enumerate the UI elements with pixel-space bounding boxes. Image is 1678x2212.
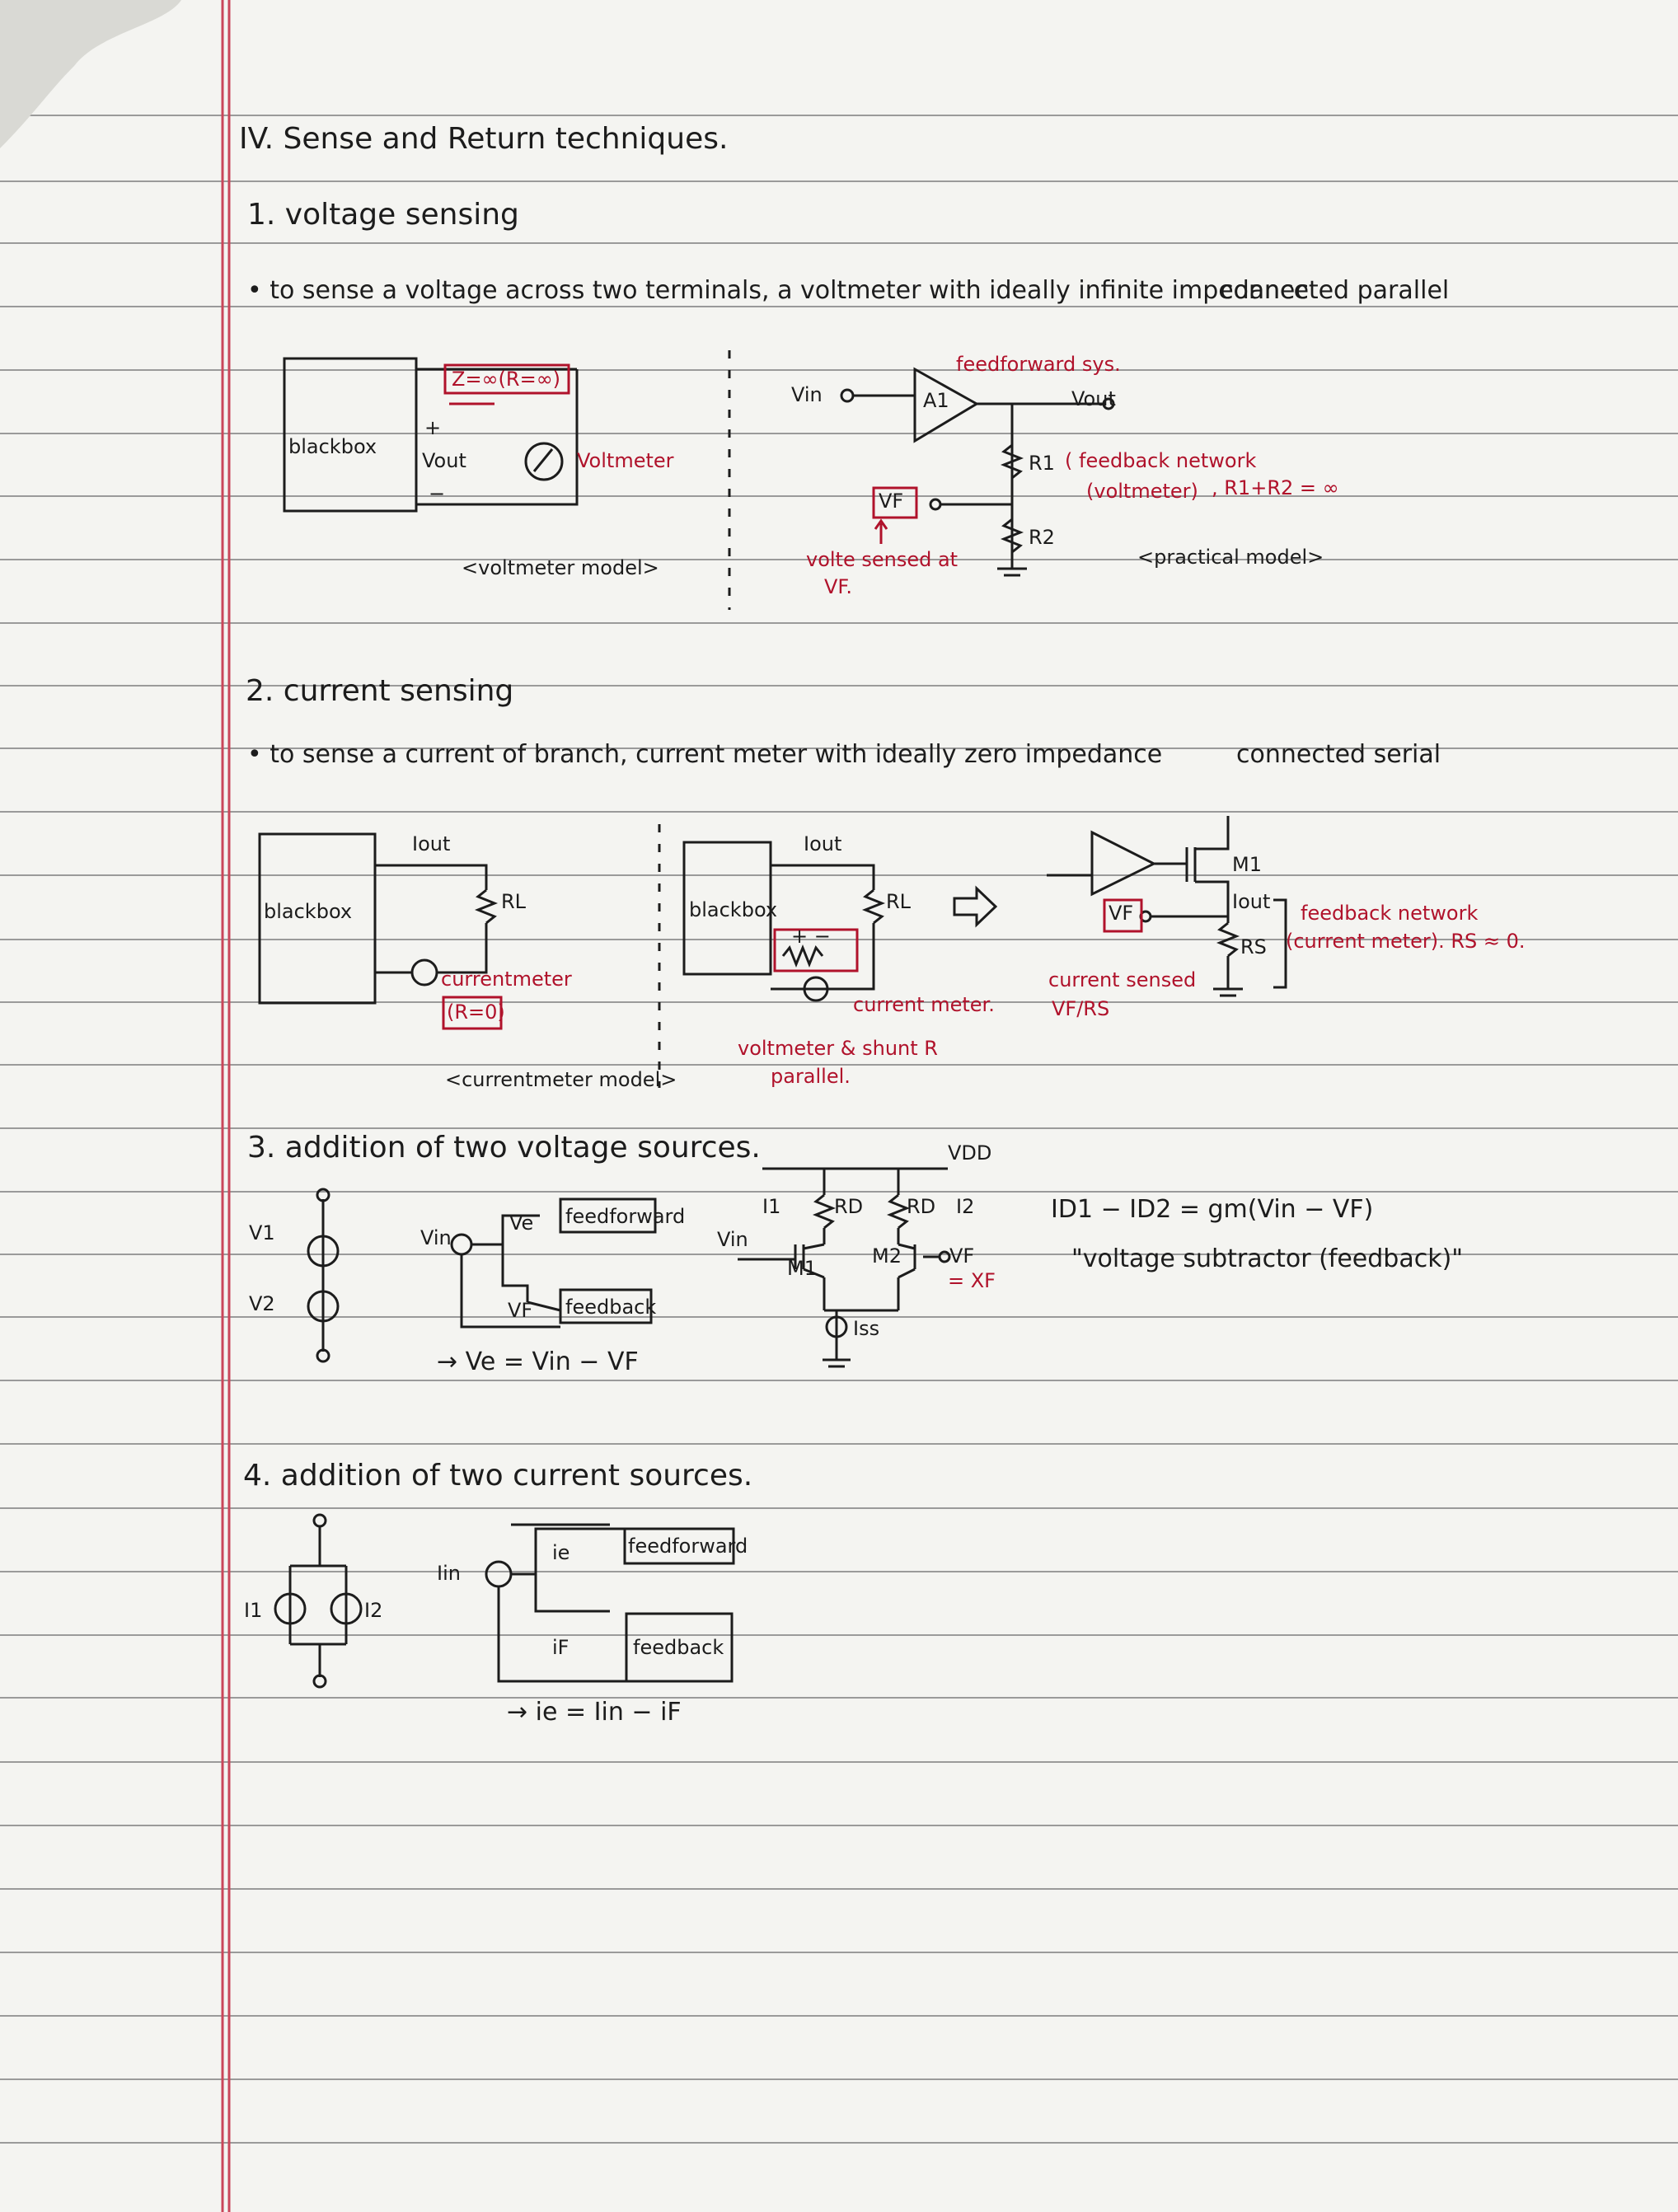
impedance-label: Z=∞(R=∞)	[452, 368, 561, 391]
iout-label: Iout	[412, 832, 451, 855]
feedback-network2-label: feedback network	[1301, 902, 1479, 925]
current-subtractor-block	[485, 1523, 735, 1683]
current-meter2-label: (current meter). RS ≈ 0.	[1286, 930, 1526, 953]
section2-heading: 2. current sensing	[246, 674, 514, 708]
section2-bullet: • to sense a current of branch, current …	[247, 740, 1163, 769]
vout-label: Vout	[422, 449, 466, 472]
r1-label: R1	[1029, 452, 1055, 475]
parallel-current-sources	[274, 1513, 363, 1689]
voltmeter-model-label: <voltmeter model>	[462, 556, 659, 579]
section3-heading: 3. addition of two voltage sources.	[247, 1131, 761, 1165]
voltage-equation: → Ve = Vin − VF	[437, 1347, 639, 1376]
sensed-label-2: VF.	[824, 575, 852, 598]
practical-voltmeter-diagram	[840, 367, 1115, 577]
voltmeter-shunt-diagram	[682, 841, 998, 1002]
xf-label: = XF	[948, 1269, 996, 1292]
vf-rs-label: VF/RS	[1052, 997, 1110, 1020]
ve-label: Ve	[509, 1211, 534, 1235]
page-title: IV. Sense and Return techniques.	[239, 122, 729, 156]
currentmeter-model-diagram	[258, 832, 503, 1030]
currentmeter-label: currentmeter	[441, 968, 572, 991]
current-sense-circuit	[1047, 816, 1287, 997]
vin-diff-label: Vin	[717, 1228, 748, 1251]
section1-bullet-tail: connected parallel	[1220, 276, 1450, 305]
voltage-subtractor-quote: "voltage subtractor (feedback)"	[1071, 1244, 1464, 1273]
diff-pair-circuit	[738, 1167, 951, 1368]
feedforward-label: feedforward sys.	[956, 353, 1121, 376]
m1-label: M1	[1232, 853, 1262, 876]
current-equation: → ie = Iin − iF	[507, 1698, 682, 1727]
vin3-label: Vin	[420, 1226, 452, 1249]
m2-diff-label: M2	[872, 1244, 902, 1268]
i2-source-label: I2	[364, 1599, 383, 1622]
ie-label: ie	[552, 1541, 570, 1564]
iss-label: Iss	[853, 1317, 880, 1340]
rd1-label: RD	[834, 1195, 864, 1218]
parallel-label: parallel.	[771, 1065, 851, 1088]
blackbox2-label: blackbox	[264, 900, 353, 923]
current-meter-label: current meter.	[853, 993, 995, 1016]
voltmeter-model-diagram	[283, 357, 579, 513]
vf-box-label: VF	[879, 490, 904, 513]
feedforward-box-label: feedforward	[565, 1205, 686, 1228]
vin-label: Vin	[791, 383, 823, 406]
plus-minus-label: + −	[791, 925, 831, 948]
voltage-subtractor-block	[450, 1197, 657, 1329]
minus-sign: −	[429, 482, 446, 505]
vf-diff-label: VF	[949, 1244, 975, 1268]
practical-model-label: <practical model>	[1137, 546, 1324, 569]
ruled-lines	[0, 115, 1678, 2144]
blackbox-label: blackbox	[288, 435, 377, 458]
sensed-label: volte sensed at	[806, 548, 959, 571]
v2-label: V2	[249, 1292, 275, 1315]
rl-label: RL	[501, 890, 527, 913]
amp-label: A1	[923, 389, 949, 412]
section1-heading: 1. voltage sensing	[247, 198, 519, 232]
feedback-box-label: feedback	[565, 1296, 657, 1319]
voltmeter-shunt-label: voltmeter & shunt R	[738, 1037, 938, 1060]
if-label: iF	[552, 1636, 569, 1659]
blackbox3-label: blackbox	[689, 898, 778, 921]
section1-bullet: • to sense a voltage across two terminal…	[247, 276, 1310, 305]
vdd-label: VDD	[948, 1141, 992, 1165]
vout-practical-label: Vout	[1071, 387, 1116, 410]
vf3-label: VF	[508, 1299, 533, 1322]
i1-source-label: I1	[244, 1599, 263, 1622]
divider-dashed	[658, 350, 731, 1088]
r-zero-label: (R=0)	[447, 1001, 505, 1024]
feedback-network-label: ( feedback network	[1065, 449, 1257, 472]
rd2-label: RD	[907, 1195, 936, 1218]
iout2-label: Iout	[804, 832, 842, 855]
iin-label: Iin	[437, 1562, 461, 1585]
voltmeter-label: Voltmeter	[577, 449, 674, 472]
i2-label: I2	[956, 1195, 975, 1218]
section4-heading: 4. addition of two current sources.	[243, 1459, 753, 1493]
m1-diff-label: M1	[787, 1257, 817, 1280]
feedback4-box-label: feedback	[633, 1636, 724, 1659]
current-sensed-label: current sensed	[1048, 968, 1197, 991]
drain-current-equation: ID1 − ID2 = gm(Vin − VF)	[1051, 1195, 1374, 1224]
margin-lines	[221, 0, 231, 2212]
r2-label: R2	[1029, 526, 1055, 549]
iout3-label: Iout	[1232, 890, 1271, 913]
voltmeter-paren-label: (voltmeter)	[1086, 480, 1198, 503]
plus-sign: +	[424, 416, 442, 439]
v1-label: V1	[249, 1221, 275, 1244]
rs-label: RS	[1240, 935, 1267, 958]
i1-label: I1	[762, 1195, 781, 1218]
torn-corner	[0, 0, 181, 148]
resistor-sum-label: , R1+R2 = ∞	[1212, 476, 1339, 499]
series-voltage-sources	[307, 1188, 340, 1363]
section2-bullet-tail: connected serial	[1236, 740, 1441, 769]
feedforward4-box-label: feedforward	[628, 1535, 748, 1558]
rl2-label: RL	[886, 890, 912, 913]
currentmeter-model-label: <currentmeter model>	[445, 1068, 677, 1091]
vf-box2-label: VF	[1109, 902, 1134, 925]
